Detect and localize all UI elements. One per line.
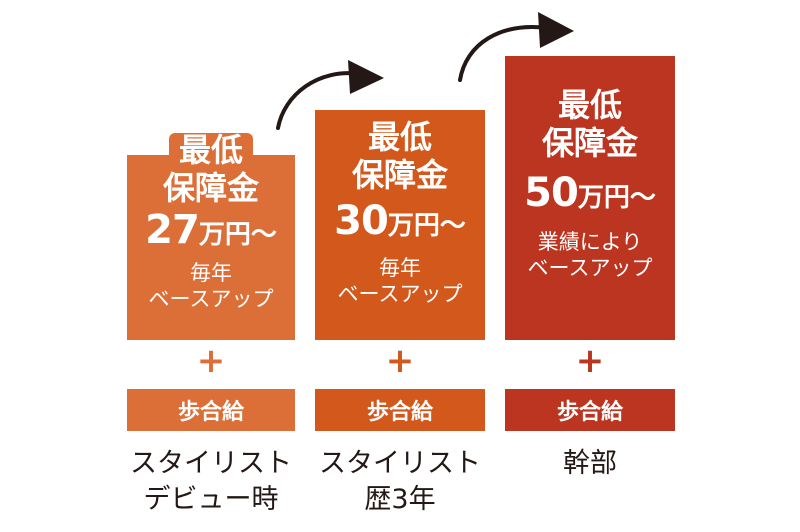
stage-3-commission-label: 歩合給	[505, 389, 675, 431]
stage-3-caption-line1: 幹部	[563, 448, 617, 479]
stage-2-caption-line1: スタイリスト	[319, 448, 481, 479]
stage-1-commission-label: 歩合給	[127, 389, 295, 431]
stage-1-caption-line1: スタイリスト	[130, 448, 292, 479]
stage-2-heading-line2: 保障金	[351, 156, 448, 194]
stage-3-amount-unit: 万円〜	[577, 183, 656, 213]
stage-3-note-line2: ベースアップ	[527, 256, 653, 280]
stage-3-heading-line2: 保障金	[541, 124, 638, 162]
stage-3-caption: 幹部	[485, 446, 695, 482]
stage-1-amount: 27万円〜	[145, 207, 277, 258]
stage-2-amount: 30万円〜	[334, 198, 466, 249]
stage-1-salary-box: 最低 保障金 27万円〜 毎年 ベースアップ	[127, 131, 295, 340]
stage-1-amount-number: 27	[145, 207, 200, 253]
stage-1-heading-tab	[169, 133, 253, 167]
stage-1-caption-line2: デビュー時	[143, 484, 279, 515]
stage-1-note-line2: ベースアップ	[148, 287, 274, 311]
curved-arrow-right-icon	[458, 12, 574, 82]
stage-3-amount-number: 50	[524, 170, 579, 216]
curved-arrow-right-icon	[276, 60, 384, 130]
stage-2-column: 最低 保障金 30万円〜 毎年 ベースアップ + 歩合給 スタイリスト 歴3年	[315, 0, 485, 532]
stage-2-caption: スタイリスト 歴3年	[295, 446, 505, 518]
stage-1-column: 最低 保障金 27万円〜 毎年 ベースアップ + 歩合給 スタイリスト デビュー…	[127, 0, 295, 532]
stage-1-heading-line2: 保障金	[162, 169, 259, 207]
stage-1-plus-sign: +	[196, 341, 226, 381]
stage-1-note-line1: 毎年	[190, 261, 232, 285]
stage-3-salary-box: 最低 保障金 50万円〜 業績により ベースアップ	[505, 56, 675, 340]
stage-2-heading-line1: 最低	[367, 118, 432, 156]
stage-2-note-line1: 毎年	[379, 256, 421, 280]
stage-1-amount-unit: 万円〜	[198, 220, 277, 250]
stage-1-heading-line1: 最低	[178, 131, 243, 169]
stage-2-note-line2: ベースアップ	[337, 282, 463, 306]
stage-1-caption: スタイリスト デビュー時	[107, 446, 315, 518]
stage-2-commission-label: 歩合給	[315, 389, 485, 431]
stage-2-amount-number: 30	[334, 198, 389, 244]
stage-3-plus-sign: +	[575, 341, 605, 381]
stage-2-plus-sign: +	[385, 341, 415, 381]
stage-2-caption-line2: 歴3年	[364, 484, 436, 515]
stage-3-amount: 50万円〜	[524, 170, 656, 221]
stage-3-column: 最低 保障金 50万円〜 業績により ベースアップ + 歩合給 幹部	[505, 0, 675, 532]
stage-2-salary-box: 最低 保障金 30万円〜 毎年 ベースアップ	[315, 110, 485, 340]
stage-3-note-line1: 業績により	[537, 230, 643, 254]
stage-3-heading-line1: 最低	[557, 86, 622, 124]
stage-2-amount-unit: 万円〜	[387, 211, 466, 241]
